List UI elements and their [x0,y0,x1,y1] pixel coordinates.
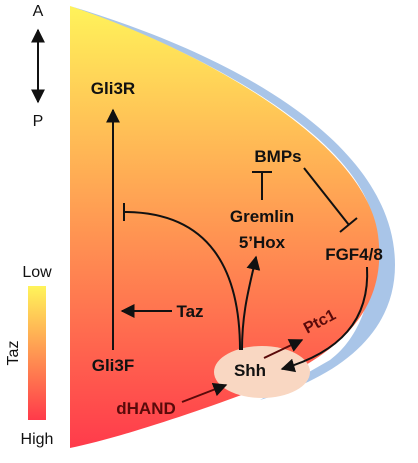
legend-title: Taz [5,341,22,366]
gli3r-label: Gli3R [91,79,135,98]
gli3f-label: Gli3F [92,356,135,375]
posterior-label: P [33,113,44,130]
shh-to-hox-arrow [241,255,261,351]
shh-to-ptc1-arrow [263,339,304,359]
legend-low-label: Low [22,264,52,281]
bmps-inhibits-fgf-line [303,167,350,226]
taz-label: Taz [176,302,203,321]
bmps-label: BMPs [254,147,301,166]
limb-bud [70,6,380,448]
shh-label: Shh [234,361,266,380]
legend-high-label: High [21,431,54,448]
hox-label: 5’Hox [239,233,286,252]
gremlin-label: Gremlin [230,207,294,226]
legend-gradient-bar [28,286,46,420]
dhand-to-shh-arrow [181,383,228,403]
fgf-inhibition-bar [339,217,358,233]
anterior-label: A [33,3,44,20]
dhand-label: dHAND [116,399,176,418]
fgf-label: FGF4/8 [325,245,383,264]
shh-inhibits-gli3r-line [123,211,241,351]
fgf-to-shh-arrow [280,266,369,373]
